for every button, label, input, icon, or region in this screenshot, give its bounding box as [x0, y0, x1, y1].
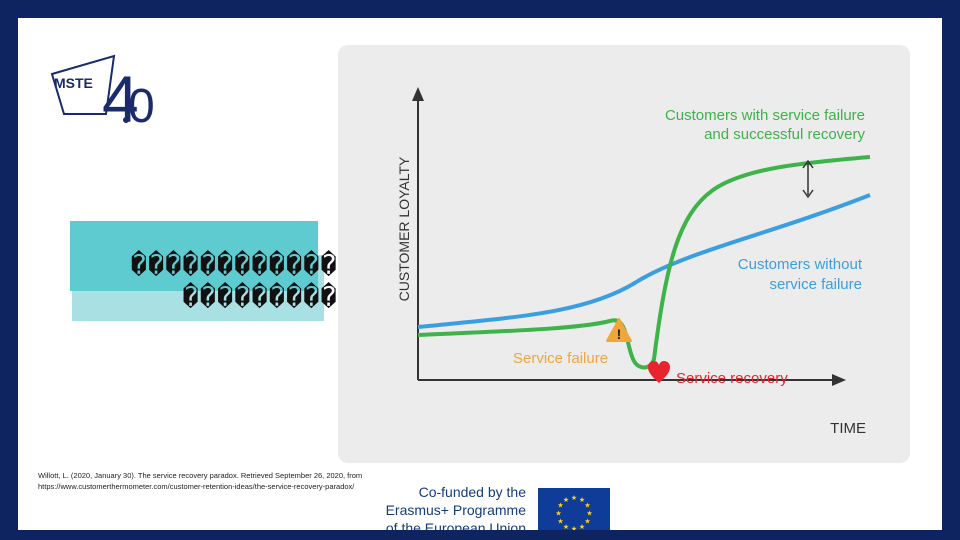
svg-text:4: 4 — [102, 62, 139, 134]
heart-icon — [648, 361, 670, 383]
citation: Willott, L. (2020, January 30). The serv… — [38, 471, 363, 491]
service-failure-label: Service failure — [513, 350, 608, 367]
svg-text:★: ★ — [571, 494, 577, 502]
svg-text:!: ! — [617, 326, 622, 342]
svg-text:★: ★ — [571, 525, 577, 530]
svg-text:★: ★ — [557, 518, 563, 526]
baseline-curve-label-line1: Customers without — [738, 256, 863, 273]
cofunded-line2: Erasmus+ Programme — [385, 502, 526, 518]
recovery-curve-label-line2: and successful recovery — [704, 126, 865, 143]
gap-arrow-bottom — [802, 189, 814, 199]
x-axis-label: TIME — [830, 420, 866, 437]
service-recovery-diagram: ! CUSTOMER LOYALTY TIME Customers with s… — [396, 87, 871, 437]
title-box — [70, 221, 318, 291]
svg-text:★: ★ — [579, 496, 585, 504]
cofunded-text: Co-funded by the Erasmus+ Programme of t… — [370, 483, 526, 530]
diagram-card — [338, 45, 910, 463]
x-axis-arrow — [832, 374, 846, 386]
svg-text:★: ★ — [555, 510, 561, 518]
y-axis-arrow — [412, 87, 424, 101]
mste-logo: MSTE 4 0 — [50, 54, 154, 134]
baseline-curve-label-line2: service failure — [769, 276, 862, 293]
slide: MSTE 4 0 ������������������ ������������… — [18, 18, 942, 530]
svg-text:★: ★ — [563, 496, 569, 504]
gap-arrow-top — [802, 159, 814, 169]
cofunded-line3: of the European Union — [385, 520, 526, 530]
warning-icon: ! — [606, 318, 632, 342]
svg-text:★: ★ — [584, 502, 590, 510]
svg-text:★: ★ — [579, 523, 585, 530]
baseline-curve — [417, 193, 871, 329]
cofunded-line1: Co-funded by the — [418, 484, 526, 500]
svg-text:0: 0 — [128, 80, 154, 133]
y-axis-label: CUSTOMER LOYALTY — [396, 156, 412, 301]
eu-flag: ★ ★ ★ ★ ★ ★ ★ ★ ★ ★ ★ ★ — [538, 488, 610, 530]
svg-text:★: ★ — [557, 502, 563, 510]
svg-text:★: ★ — [586, 510, 592, 518]
svg-text:MSTE: MSTE — [54, 75, 93, 91]
svg-text:★: ★ — [563, 523, 569, 530]
recovery-curve-label-line1: Customers with service failure — [665, 107, 865, 124]
service-recovery-label: Service recovery — [676, 370, 788, 387]
svg-text:★: ★ — [584, 518, 590, 526]
